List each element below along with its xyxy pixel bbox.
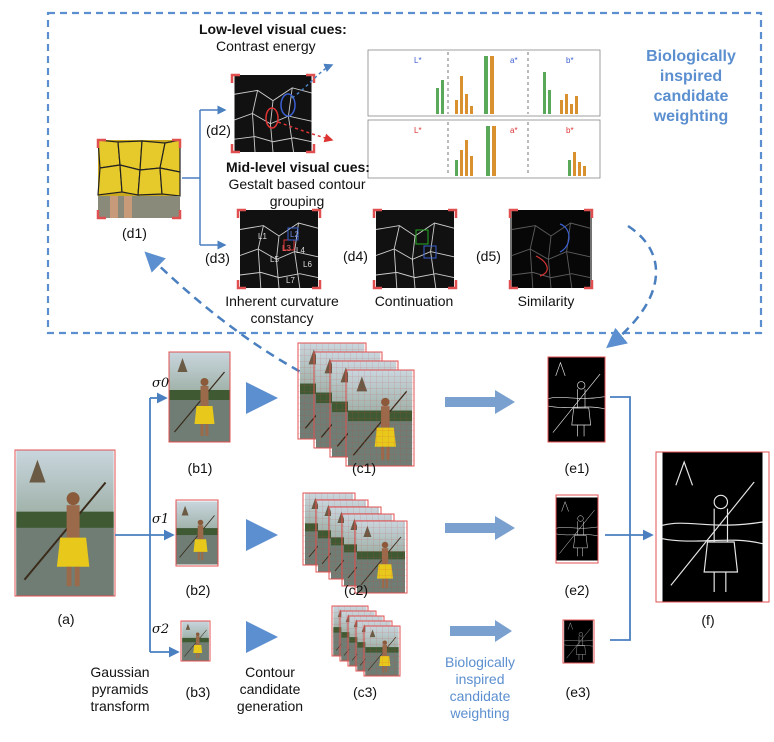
- label-f: (f): [701, 612, 715, 628]
- histogram-bottom: [367, 119, 601, 179]
- hist-bottom-a: a*: [510, 126, 518, 135]
- contour-l5: L5: [270, 255, 279, 264]
- label-d2: (d2): [206, 122, 231, 138]
- c-to-e-arrows: [445, 390, 515, 642]
- b-to-c-arrows: [246, 382, 278, 653]
- c3-stack: [331, 605, 401, 677]
- b3-image: [180, 620, 211, 662]
- label-e1: (e1): [564, 460, 590, 476]
- label-sigma0: σ0: [152, 376, 170, 391]
- d5-image: [508, 208, 594, 290]
- label-b2: (b2): [185, 582, 211, 598]
- b1-image: [168, 351, 231, 443]
- label-a: (a): [57, 611, 75, 627]
- contour-l1: L1: [258, 232, 267, 241]
- d1-branch-arrows: [182, 105, 227, 250]
- label-gaussian: Gaussian pyramids transform: [90, 664, 150, 714]
- label-sigma1: σ1: [152, 512, 170, 527]
- label-b3: (b3): [185, 684, 211, 700]
- c1-to-d1-arrow: [144, 251, 396, 417]
- contour-l6: L6: [303, 260, 312, 269]
- weighting-title: Biologically inspired candidate weightin…: [646, 48, 736, 125]
- hist-bottom-b: b*: [566, 126, 574, 135]
- label-bio-weighting: Biologically inspired candidate weightin…: [444, 654, 516, 721]
- d3-image: [236, 208, 322, 290]
- pyramid-branches: [115, 392, 180, 658]
- c2-stack: [302, 492, 408, 594]
- e1-image: [547, 356, 606, 443]
- b2-image: [175, 499, 219, 567]
- hist-top-b: b*: [566, 56, 574, 65]
- contour-l3: L3: [282, 244, 291, 253]
- d2-image: [230, 73, 316, 154]
- output-image-f: [655, 451, 770, 603]
- low-level-title: Low-level visual cues:: [199, 21, 347, 37]
- mid-level-sub: Gestalt based contour grouping: [228, 176, 366, 209]
- label-d5: (d5): [476, 248, 501, 264]
- label-e3: (e3): [565, 684, 591, 700]
- input-image-a: [14, 449, 116, 597]
- contour-l7: L7: [286, 276, 295, 285]
- merge-lines: [605, 396, 654, 641]
- panel-to-e1-arrow: [606, 224, 658, 349]
- label-c2: (c2): [343, 582, 369, 598]
- histogram-top: [367, 49, 601, 117]
- e2-image: [555, 494, 599, 564]
- contour-l4: L4: [296, 246, 305, 255]
- label-b1: (b1): [187, 460, 213, 476]
- label-continuation: Continuation: [374, 293, 454, 309]
- label-similarity: Similarity: [517, 293, 575, 309]
- label-curvature: Inherent curvature constancy: [225, 293, 339, 326]
- hist-top-l: L*: [414, 56, 422, 65]
- hist-bottom-l: L*: [414, 126, 422, 135]
- d4-image: [372, 208, 458, 290]
- d2-to-hist-top-arrow: [291, 63, 334, 99]
- label-d4: (d4): [343, 248, 368, 264]
- label-sigma2: σ2: [152, 622, 170, 637]
- low-level-sub: Contrast energy: [216, 38, 316, 54]
- e3-image: [562, 619, 595, 664]
- label-contour-candidate: Contour candidate generation: [236, 664, 304, 714]
- mid-level-title: Mid-level visual cues:: [226, 159, 370, 175]
- label-d3: (d3): [205, 250, 230, 266]
- d2-to-hist-bottom-arrow: [277, 121, 334, 143]
- c1-stack: [297, 342, 415, 467]
- d1-image: [96, 138, 182, 220]
- label-c3: (c3): [352, 684, 378, 700]
- contour-l2: L2: [290, 230, 299, 239]
- label-e2: (e2): [564, 582, 590, 598]
- hist-top-a: a*: [510, 56, 518, 65]
- label-c1: (c1): [351, 460, 377, 476]
- label-d1: (d1): [122, 225, 147, 241]
